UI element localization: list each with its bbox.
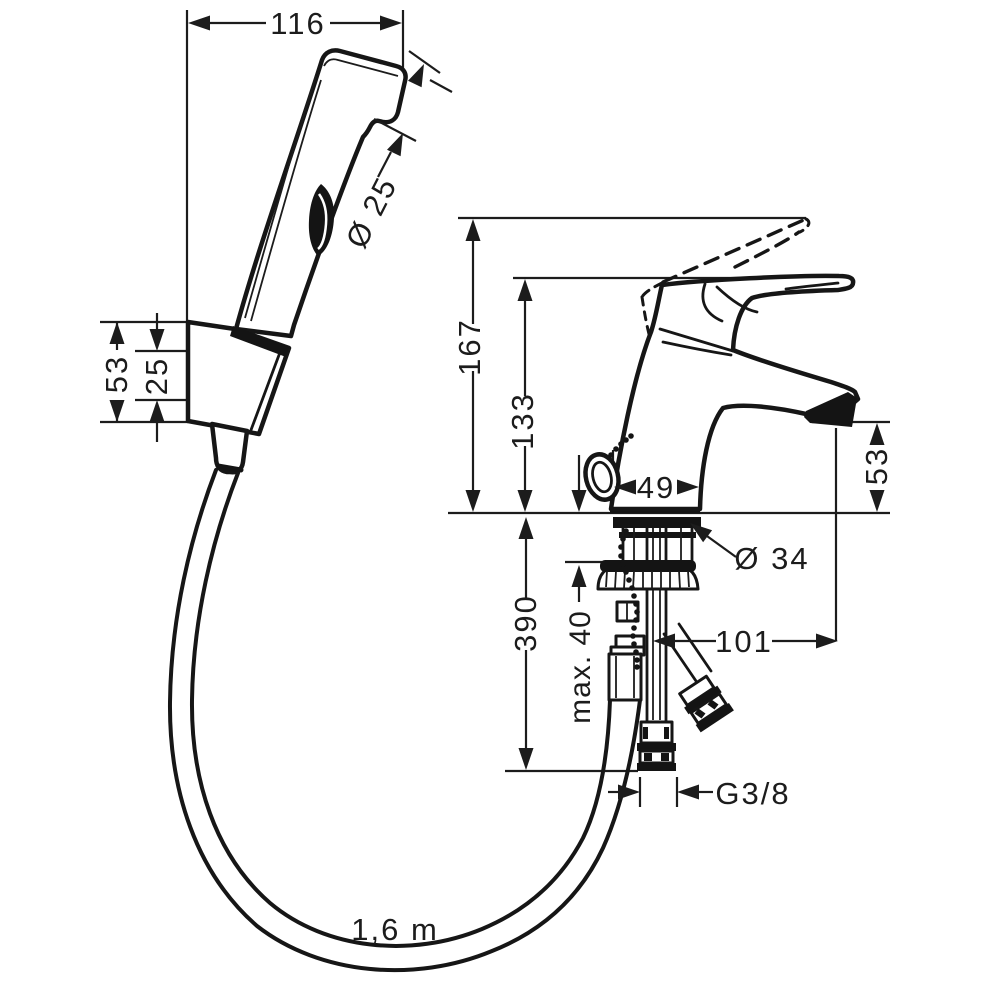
wall-holder: [185, 319, 292, 475]
pop-up-ring: [583, 452, 621, 502]
label-spout-reach: 101: [715, 624, 773, 659]
dim-holder-inner: 25: [139, 313, 174, 442]
dim-lever-height: 133: [505, 279, 540, 512]
handle-end: [209, 421, 250, 475]
label-base-width: 49: [637, 470, 675, 505]
spray-button: [308, 184, 335, 256]
aerator: [804, 392, 857, 427]
dim-head-width: 116: [188, 6, 402, 41]
dim-below-deck: 390: [508, 517, 543, 770]
label-thread: G3/8: [715, 776, 790, 811]
label-max-deck-thickness: max. 40: [564, 610, 597, 724]
supply-hose-connector: [662, 622, 734, 733]
label-spout-height: 53: [859, 447, 894, 485]
label-total-height: 167: [452, 318, 487, 376]
dim-base-width: 49: [614, 470, 699, 505]
strainer-flange: [596, 560, 700, 591]
dim-total-height: 167: [452, 219, 487, 512]
dimensions: 116 Ø 25 53 25: [99, 6, 894, 947]
label-shank-diameter: Ø 34: [734, 541, 809, 576]
mounting-washer: [613, 517, 701, 528]
label-head-diameter: Ø 25: [339, 171, 404, 254]
dim-spout-reach: 101: [653, 624, 838, 659]
dim-holder-height: 53: [99, 322, 134, 422]
g38-connector: [637, 720, 676, 771]
label-holder-inner: 25: [139, 357, 174, 395]
under-deck-assembly: [596, 517, 734, 771]
ring-chain: [608, 433, 634, 458]
label-head-width: 116: [270, 6, 325, 41]
lever-raised-position: [640, 217, 811, 336]
pop-up-linkage: [607, 600, 646, 702]
mixer-body: [583, 217, 861, 513]
hand-shower: [233, 48, 408, 339]
label-hose-length: 1,6 m: [351, 912, 439, 947]
shower-hose: [167, 468, 642, 973]
dim-shank-diameter: Ø 34: [690, 523, 809, 576]
dim-max-deck-thickness: max. 40: [564, 455, 597, 724]
dim-spout-height: 53: [859, 423, 894, 512]
label-below-deck: 390: [508, 594, 543, 652]
pop-up-chain: [618, 528, 640, 670]
label-holder-height: 53: [99, 355, 134, 393]
label-lever-height: 133: [505, 392, 540, 450]
dim-thread: G3/8: [608, 776, 790, 811]
